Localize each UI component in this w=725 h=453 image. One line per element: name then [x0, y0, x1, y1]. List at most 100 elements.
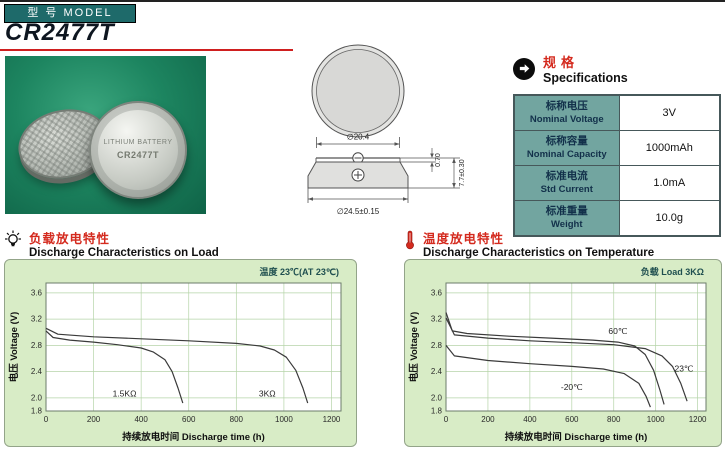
- dim-lines-total-height: [408, 157, 460, 189]
- series-curve: [445, 317, 688, 402]
- top-border-rule: [0, 0, 725, 2]
- battery-top-view-cap: [316, 49, 400, 133]
- model-label: 型 号 MODEL: [27, 7, 113, 19]
- dim-base-diameter: ∅24.5±0.15: [337, 207, 380, 216]
- svg-text:3.2: 3.2: [31, 315, 43, 324]
- svg-text:0: 0: [44, 415, 49, 424]
- svg-text:200: 200: [87, 415, 101, 424]
- model-label-bar: 型 号 MODEL: [4, 4, 136, 23]
- spec-label: 标准电流 Std Current: [513, 165, 620, 201]
- svg-text:800: 800: [230, 415, 244, 424]
- series-label: -20℃: [561, 382, 583, 392]
- svg-text:2.8: 2.8: [431, 341, 443, 350]
- svg-text:1.8: 1.8: [431, 407, 443, 416]
- spec-label-cn: 标称容量: [545, 135, 588, 147]
- temperature-chart-title-en: Discharge Characteristics on Temperature: [423, 247, 655, 259]
- spec-value: 3V: [618, 94, 721, 131]
- svg-text:800: 800: [607, 415, 621, 424]
- battery-dimension-diagram: ∅20.4 ∅24.5±0.15: [290, 36, 490, 228]
- dim-top-diameter: ∅20.4: [347, 133, 370, 142]
- spec-label: 标称容量 Nominal Capacity: [513, 130, 620, 166]
- svg-text:1000: 1000: [275, 415, 293, 424]
- series-curve: [45, 330, 184, 404]
- svg-text:1200: 1200: [323, 415, 341, 424]
- spec-label-cn: 标称电压: [545, 100, 588, 112]
- battery-engraving: LITHIUM BATTERY CR2477T: [103, 138, 172, 162]
- svg-text:负载 Load 3KΩ: 负载 Load 3KΩ: [641, 266, 704, 277]
- svg-text:2.8: 2.8: [31, 341, 43, 350]
- load-chart-section: 负载放电特性 Discharge Characteristics on Load…: [4, 228, 357, 447]
- spec-label-en: Nominal Capacity: [526, 148, 607, 160]
- red-divider: [0, 49, 293, 51]
- svg-text:1200: 1200: [689, 415, 707, 424]
- specifications-section: 规格 Specifications 标称电压 Nominal Voltage 3…: [513, 52, 721, 237]
- spec-label-en: Std Current: [540, 183, 593, 195]
- spec-label-cn: 标准电流: [545, 170, 588, 182]
- spec-label-en: Weight: [551, 218, 583, 230]
- svg-text:200: 200: [481, 415, 495, 424]
- series-label: 23℃: [674, 364, 693, 374]
- svg-text:2.0: 2.0: [31, 393, 43, 402]
- series-curve: [445, 312, 665, 405]
- svg-text:电压 Voltage (V): 电压 Voltage (V): [8, 312, 20, 383]
- temperature-chart-header: 温度放电特性 Discharge Characteristics on Temp…: [404, 228, 722, 259]
- engraving-line1: LITHIUM BATTERY: [103, 139, 173, 146]
- spec-row-weight: 标准重量 Weight 10.0g: [513, 200, 721, 237]
- svg-text:2.4: 2.4: [431, 367, 443, 376]
- model-number: CR2477T: [5, 19, 115, 46]
- specs-title-en: Specifications: [543, 71, 628, 85]
- series-label: 1.5KΩ: [113, 389, 137, 399]
- arrowhead: [430, 162, 434, 167]
- svg-text:温度 23℃(AT 23℃): 温度 23℃(AT 23℃): [260, 266, 339, 277]
- battery-coin-front: LITHIUM BATTERY CR2477T: [89, 101, 187, 199]
- arrowhead: [452, 183, 456, 188]
- arrowhead: [403, 197, 408, 201]
- spec-value: 1000mAh: [618, 130, 721, 166]
- svg-text:400: 400: [134, 415, 148, 424]
- spec-value: 10.0g: [618, 200, 721, 237]
- arrowhead: [308, 197, 313, 201]
- specs-table: 标称电压 Nominal Voltage 3V 标称容量 Nominal Cap…: [513, 94, 721, 237]
- spec-label-cn: 标准重量: [545, 205, 588, 217]
- svg-text:2.4: 2.4: [31, 367, 43, 376]
- series-label: 3KΩ: [259, 389, 276, 399]
- arrowhead: [452, 158, 456, 163]
- arrowhead: [430, 153, 434, 158]
- spec-label-en: Nominal Voltage: [529, 113, 604, 125]
- thermometer-icon: [404, 228, 416, 255]
- temperature-chart-section: 温度放电特性 Discharge Characteristics on Temp…: [404, 228, 722, 447]
- load-chart-header: 负载放电特性 Discharge Characteristics on Load: [4, 228, 357, 259]
- specs-title-cn: 规格: [543, 55, 580, 70]
- svg-text:600: 600: [182, 415, 196, 424]
- engraving-line2: CR2477T: [116, 149, 160, 160]
- spec-value: 1.0mA: [618, 165, 721, 201]
- arrowhead: [316, 142, 322, 146]
- dimension-drawing-svg: ∅20.4 ∅24.5±0.15: [307, 44, 466, 216]
- svg-text:1.8: 1.8: [31, 407, 43, 416]
- spec-label: 标准重量 Weight: [513, 200, 620, 237]
- specs-header: 规格 Specifications: [513, 52, 721, 85]
- svg-text:400: 400: [523, 415, 537, 424]
- series-label: 60℃: [608, 326, 627, 336]
- series-curve: [45, 327, 309, 404]
- series-curve: [445, 345, 651, 408]
- bulb-icon: [4, 228, 22, 255]
- svg-text:电压 Voltage (V): 电压 Voltage (V): [408, 312, 420, 383]
- dim-total-height: 7.7±0.30: [459, 159, 466, 186]
- svg-text:1000: 1000: [647, 415, 665, 424]
- dim-lines-top-diameter: [316, 137, 400, 148]
- spec-row-capacity: 标称容量 Nominal Capacity 1000mAh: [513, 130, 721, 166]
- load-chart-title-cn: 负载放电特性: [29, 232, 111, 246]
- temperature-chart-title-cn: 温度放电特性: [423, 232, 505, 246]
- dim-lines-lip: [400, 148, 436, 172]
- spec-row-voltage: 标称电压 Nominal Voltage 3V: [513, 94, 721, 131]
- arrowhead: [394, 142, 400, 146]
- svg-text:600: 600: [565, 415, 579, 424]
- spec-label: 标称电压 Nominal Voltage: [513, 94, 620, 131]
- svg-text:2.0: 2.0: [431, 393, 443, 402]
